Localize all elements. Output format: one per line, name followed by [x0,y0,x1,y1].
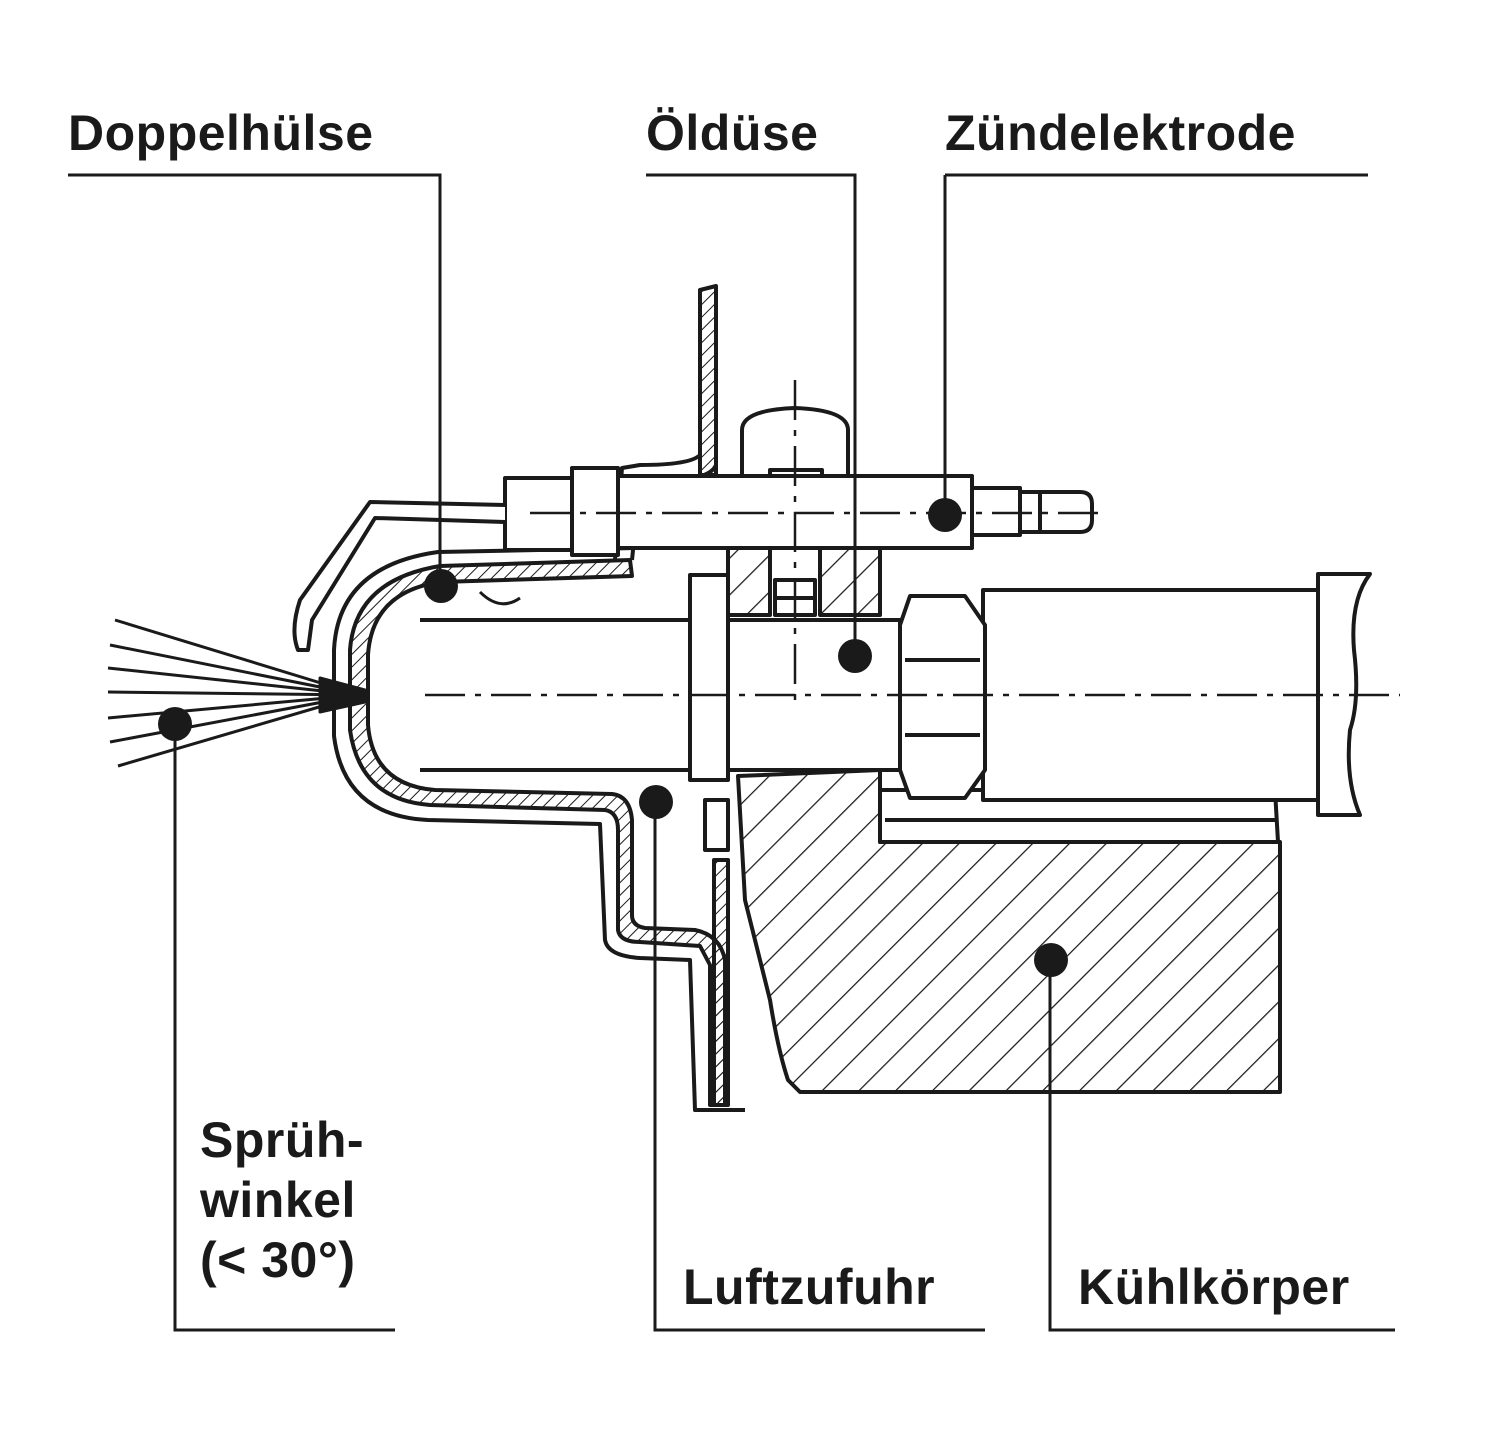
bolt-head [740,406,850,478]
label-spruehwinkel-line1: Sprüh- [200,1112,365,1168]
callout-dot-zuendelektrode [928,498,962,532]
callout-dot-oelduese [838,639,872,673]
callout-dot-luftzufuhr [639,785,673,819]
label-spruehwinkel: Sprüh- winkel (< 30°) [200,1110,364,1290]
leader-line-spruehwinkel [173,725,395,1332]
ignition-connector [970,486,1022,537]
spray-cone [107,618,367,768]
double-sleeve-inner [332,546,745,1112]
callout-dot-doppelhuelse [424,569,458,603]
label-luftzufuhr: Luftzufuhr [683,1259,936,1315]
label-kuehlkoerper: Kühlkörper [1078,1259,1350,1315]
ignition-electrode-collar [570,466,620,557]
label-spruehwinkel-line2: winkel [200,1172,356,1228]
callout-dot-spruehwinkel [158,707,192,741]
clamp-block-left [726,546,772,617]
leader-line-kuehlkoerper [1048,960,1395,1332]
leader-line-doppelhuelse [68,173,442,585]
label-oelduese: Öldüse [646,105,819,161]
callout-dot-kuehlkoerper [1034,943,1068,977]
leader-line-luftzufuhr [653,802,985,1332]
hex-nut [898,594,987,800]
pipe-end-cap [1316,572,1372,817]
mounting-plate [698,284,718,477]
label-doppelhuelse: Doppelhülse [68,105,374,161]
heat-sink-body [736,768,1282,1094]
center-wall [688,573,730,782]
leader-line-oelduese [646,173,857,655]
electrode-wire [292,500,506,652]
clamp-block-right [818,546,882,617]
label-zuendelektrode: Zündelektrode [945,105,1296,161]
label-spruehwinkel-line3: (< 30°) [200,1232,356,1288]
